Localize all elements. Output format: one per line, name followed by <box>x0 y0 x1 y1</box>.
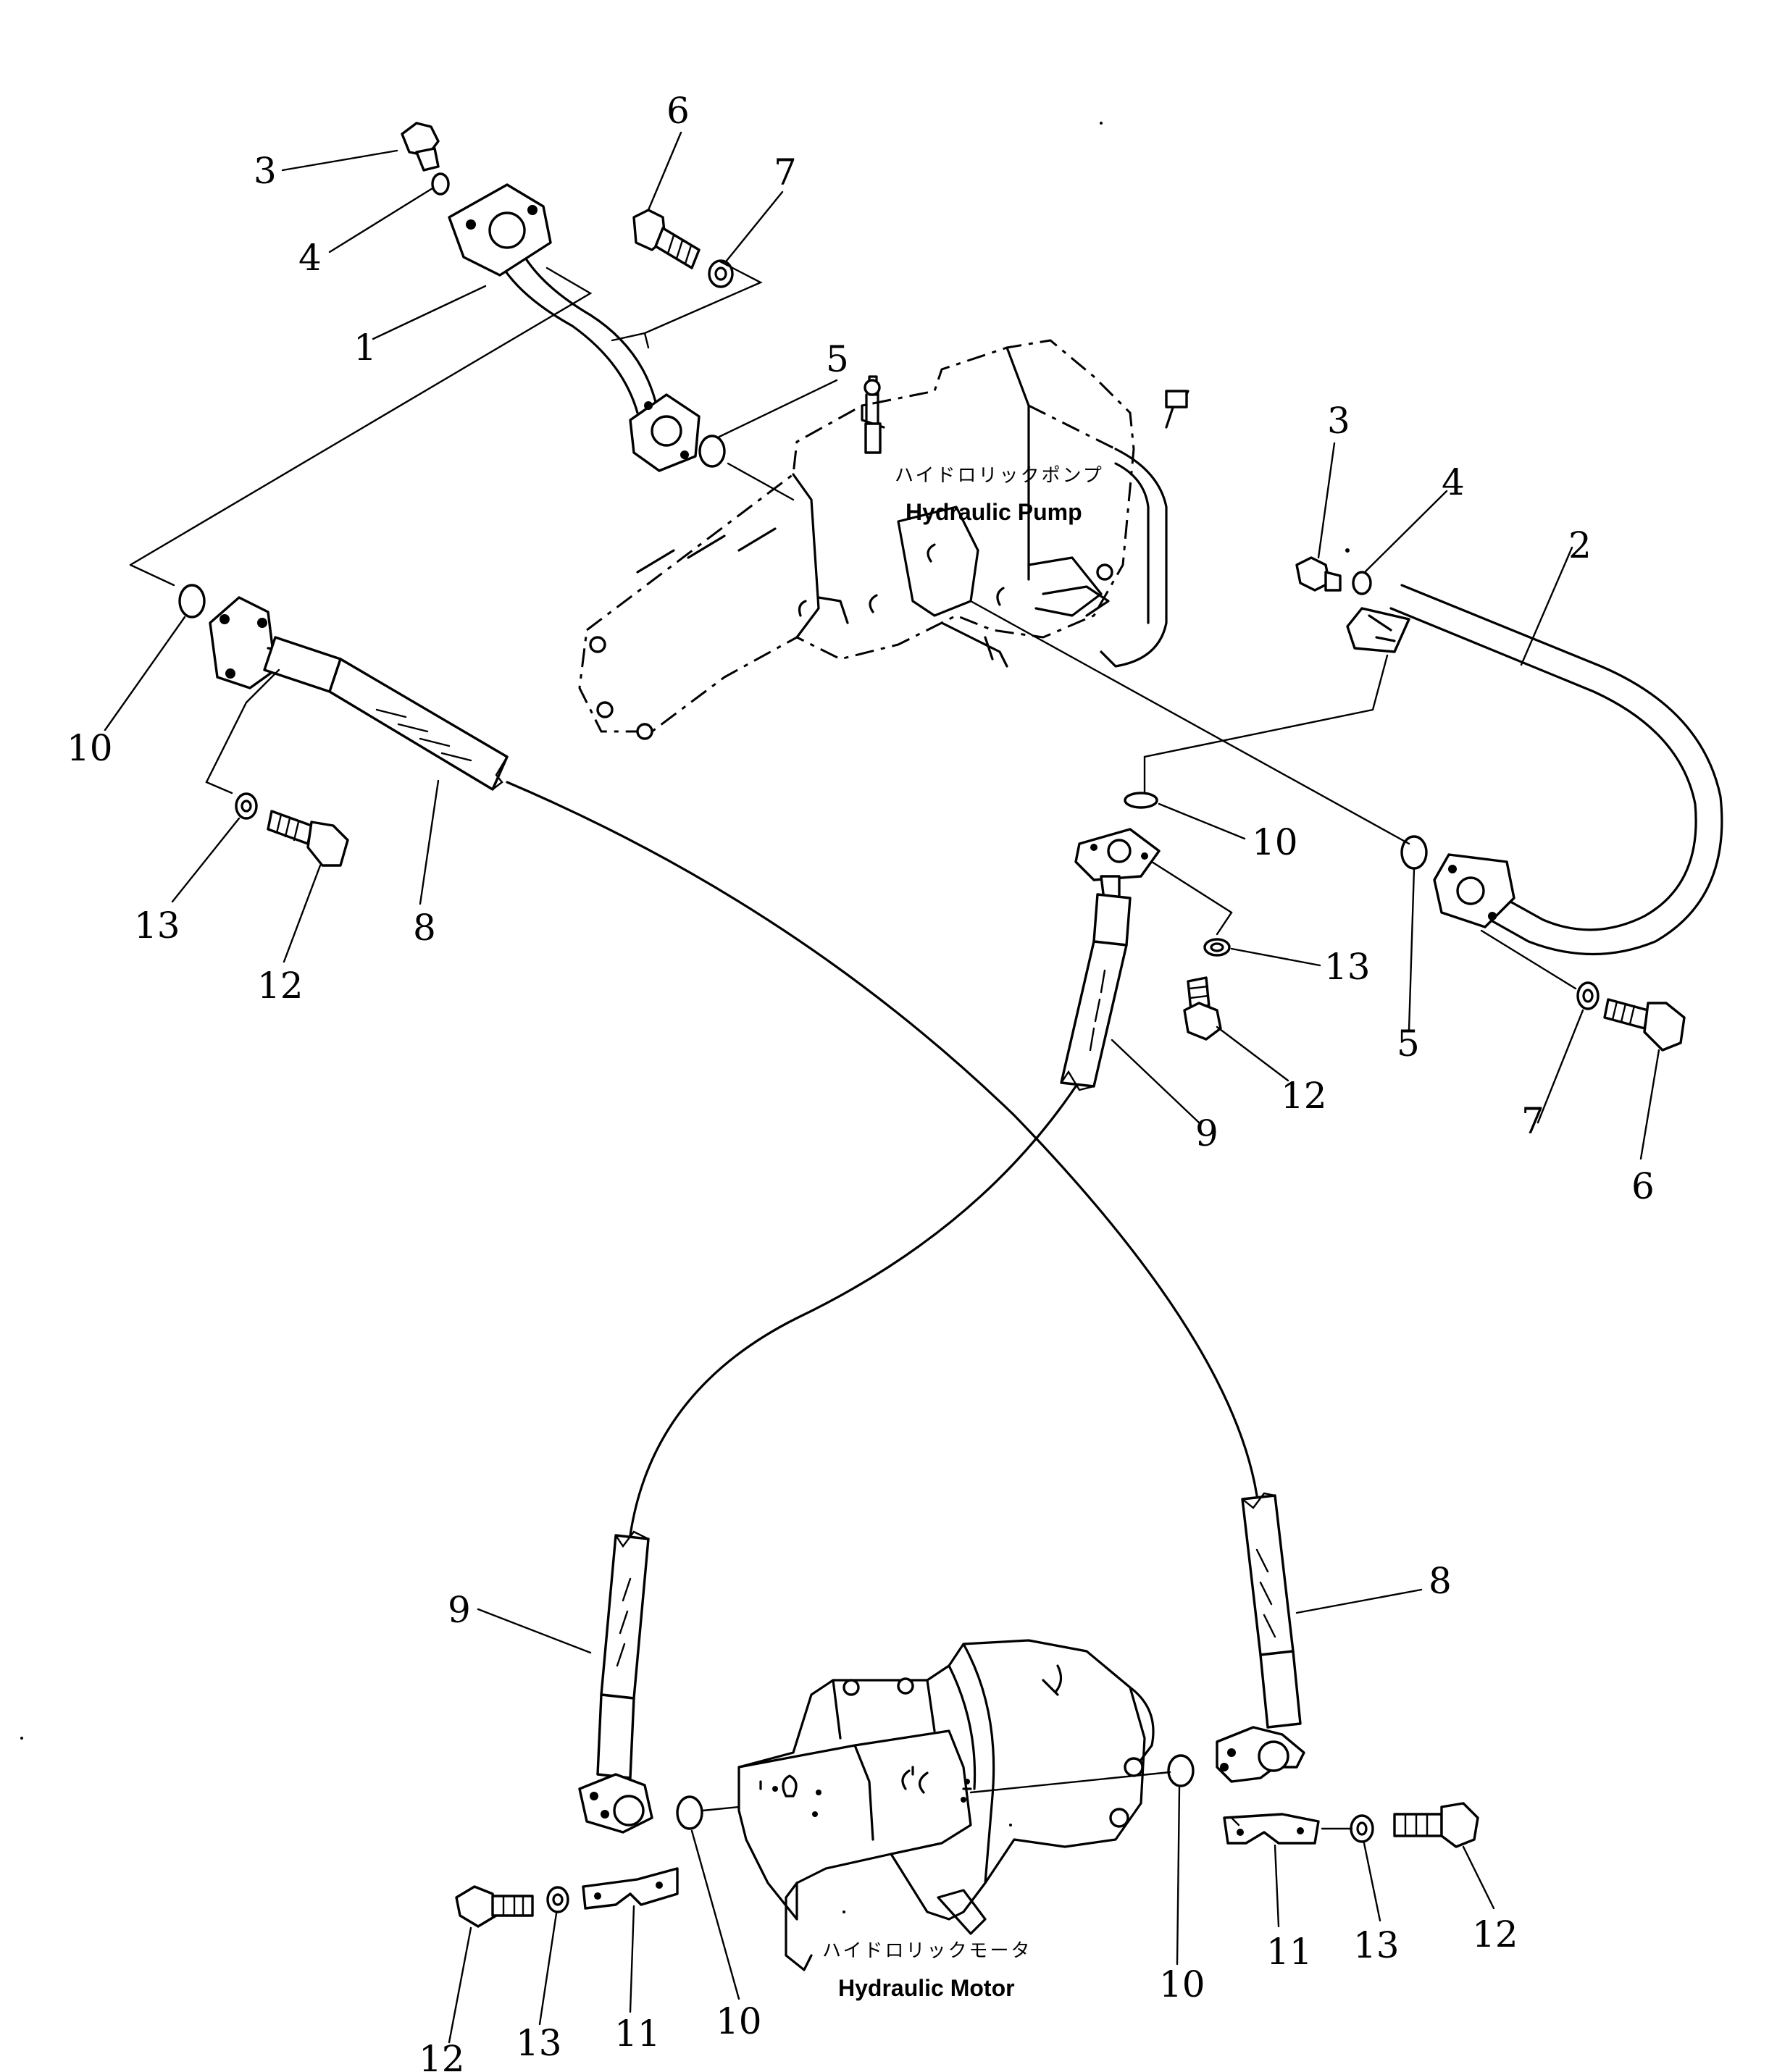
washer-13-motor-right <box>1350 1814 1374 1843</box>
hose-8-lower <box>1216 1492 1305 1783</box>
callout-7-top: 7 <box>774 151 797 193</box>
pump-label-en: Hydraulic Pump <box>906 499 1082 525</box>
callout-numbers: 3 4 1 6 7 5 10 13 12 8 3 4 2 10 13 12 9 … <box>67 90 1655 2072</box>
clamp-11-right <box>1223 1813 1320 1845</box>
hose-9-lower <box>578 1530 653 1834</box>
callout-4-left: 4 <box>298 237 322 279</box>
hose-routing-lines <box>506 781 1258 1537</box>
callout-7-right: 7 <box>1521 1100 1544 1142</box>
bolt-12-center <box>1183 976 1222 1041</box>
scan-speck <box>1100 122 1103 125</box>
hose-9-upper <box>1060 828 1161 1091</box>
callout-6-top: 6 <box>666 90 690 132</box>
washer-13-center <box>1203 938 1231 957</box>
oring-10-motor-right <box>1167 1754 1195 1787</box>
bolt-3-left <box>401 122 440 172</box>
bolt-6-right <box>1603 998 1686 1052</box>
callout-12-left: 12 <box>257 965 304 1007</box>
motor-label-jp: ハイドロリックモータ <box>822 1940 1032 1962</box>
pipe-1 <box>448 183 701 472</box>
oring-10-left <box>178 584 206 618</box>
callout-12-center: 12 <box>1281 1075 1327 1117</box>
bolt-6-top <box>632 209 701 269</box>
callout-5-right: 5 <box>1397 1023 1420 1065</box>
clamp-11-left <box>582 1867 679 1910</box>
callout-11-left: 11 <box>614 2013 661 2055</box>
callout-8-upper: 8 <box>413 907 436 949</box>
washer-7-right <box>1576 981 1600 1010</box>
bolt-12-motor-right <box>1393 1802 1479 1848</box>
callout-10-motor-right: 10 <box>1159 1963 1205 2005</box>
washer-4-right <box>1352 571 1372 595</box>
callout-10-right: 10 <box>1252 821 1298 863</box>
scan-speck <box>20 1737 23 1740</box>
bolt-3-right <box>1295 556 1342 592</box>
bolt-12-left <box>267 810 349 867</box>
bolt-12-motor-left <box>455 1885 534 1928</box>
oring-10-motor-left <box>676 1795 703 1830</box>
hose-8 <box>209 596 509 791</box>
washer-7-top <box>708 259 734 288</box>
assembly-lines <box>129 259 1577 1830</box>
washer-13-left-hole <box>241 800 252 813</box>
washer-7-right-hole <box>1582 989 1594 1003</box>
callout-12-motor-left: 12 <box>419 2038 465 2072</box>
oring-10-right <box>1124 792 1158 809</box>
callout-5-top: 5 <box>826 338 849 380</box>
washer-4-left <box>431 172 450 196</box>
hydraulic-motor: ハイドロリックモータ Hydraulic Motor <box>737 1639 1155 2001</box>
callout-13-motor-left: 13 <box>516 2022 562 2064</box>
scan-speck <box>1009 1824 1012 1826</box>
callout-9-upper: 9 <box>1195 1112 1218 1154</box>
leader-lines <box>104 131 1660 2044</box>
callout-3-left: 3 <box>254 150 277 192</box>
callout-6-right: 6 <box>1631 1165 1655 1207</box>
washer-13-center-hole <box>1210 942 1224 952</box>
washer-13-motor-right-hole <box>1356 1821 1368 1836</box>
callout-3-right: 3 <box>1327 400 1350 442</box>
callout-13-motor-right: 13 <box>1353 1924 1400 1966</box>
pump-label-jp: ハイドロリックポンプ <box>895 465 1104 487</box>
scan-speck <box>842 1910 845 1913</box>
callout-4-right: 4 <box>1442 461 1465 503</box>
washer-13-motor-left-hole <box>552 1893 564 1906</box>
callout-8-lower: 8 <box>1429 1560 1452 1602</box>
washer-13-left <box>235 792 258 820</box>
callout-1: 1 <box>354 327 377 369</box>
scan-speck <box>1345 548 1350 553</box>
callout-12-motor-right: 12 <box>1472 1913 1518 1955</box>
washer-7-top-hole <box>714 267 727 281</box>
callout-2: 2 <box>1568 524 1592 566</box>
callout-13-left: 13 <box>134 905 180 947</box>
callout-11-right: 11 <box>1266 1931 1313 1973</box>
callout-13-center: 13 <box>1324 946 1371 988</box>
callout-10-motor-left: 10 <box>716 2000 762 2042</box>
callout-9-lower: 9 <box>448 1589 471 1631</box>
motor-label-en: Hydraulic Motor <box>838 1975 1015 2001</box>
pipe-2 <box>1346 584 1723 956</box>
oring-5-top <box>698 435 726 468</box>
hydraulic-pump: ハイドロリックポンプ Hydraulic Pump <box>578 339 1189 740</box>
washer-13-motor-left <box>546 1886 569 1913</box>
callout-10-left: 10 <box>67 727 113 769</box>
